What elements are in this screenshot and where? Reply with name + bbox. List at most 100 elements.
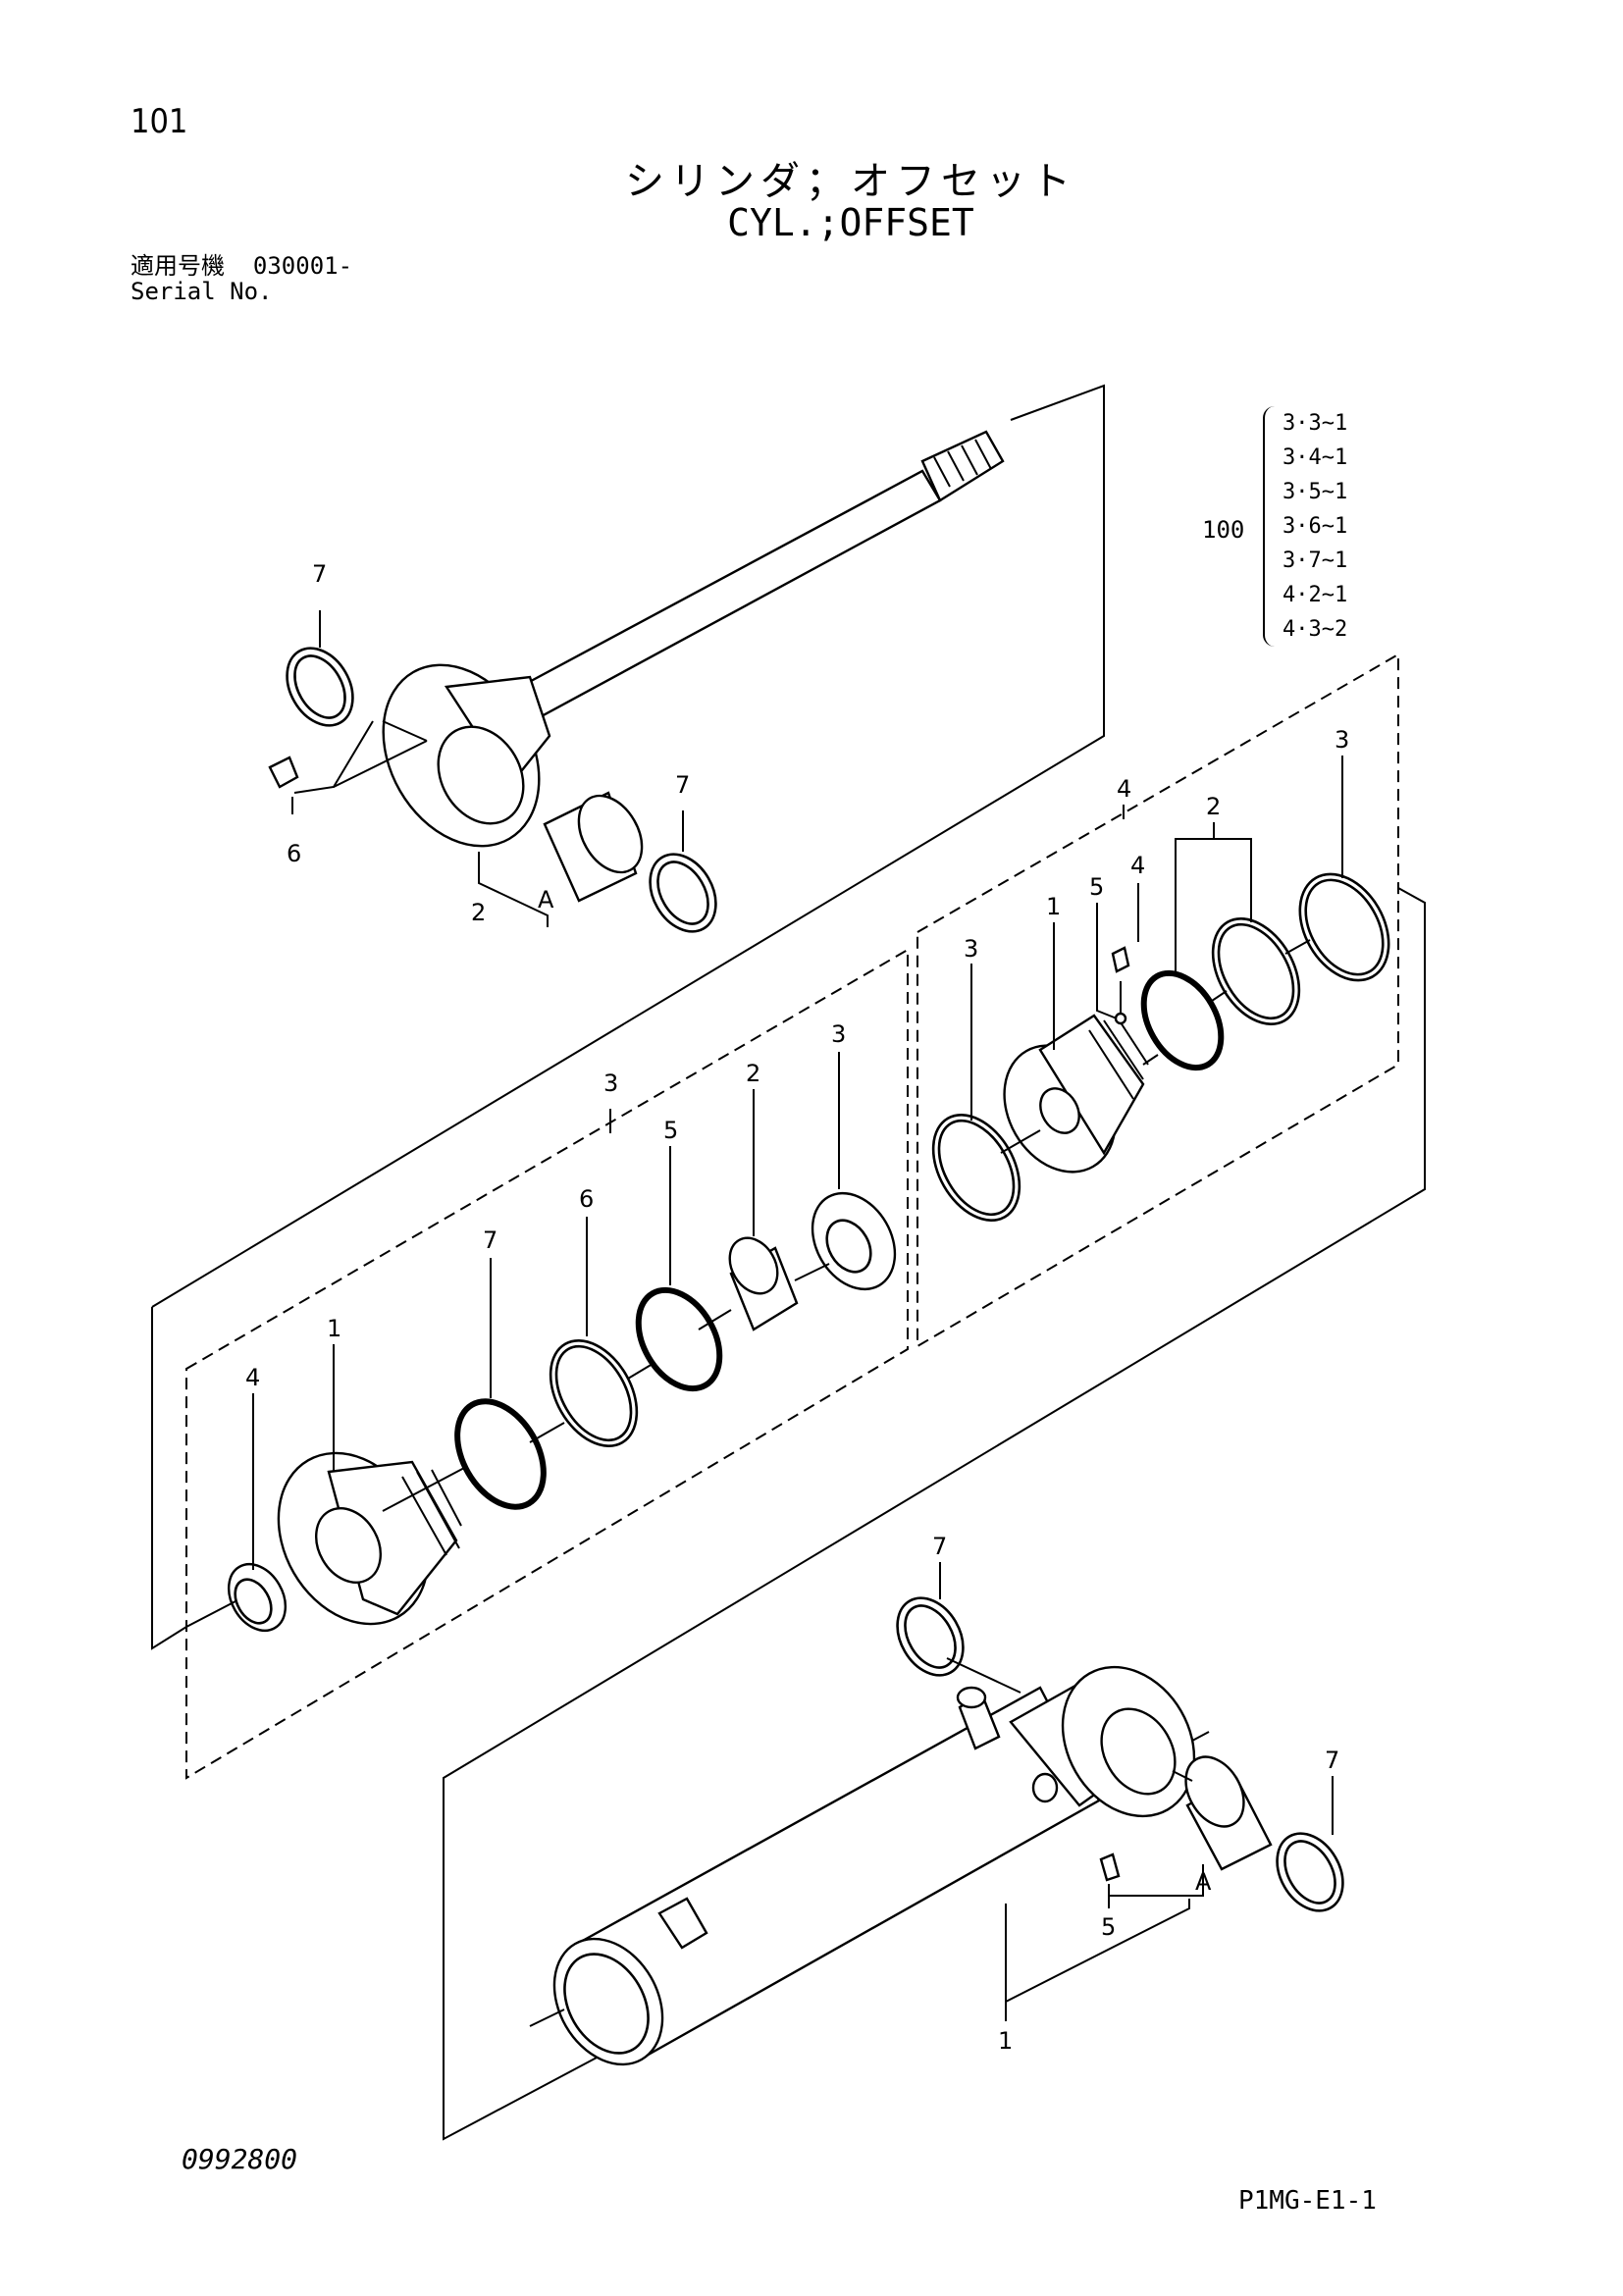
callout-rod-fitting: 6: [287, 840, 301, 867]
rod-shaft: [518, 469, 942, 720]
applicability-item: 3·5~1: [1283, 480, 1348, 504]
serial-block: 適用号機 030001- Serial No.: [131, 253, 352, 304]
head-group-frame: [185, 948, 909, 1780]
applicability-item: 4·2~1: [1283, 583, 1348, 607]
leader: [1005, 1899, 1190, 2004]
callout-piston-ring-left: 3: [964, 935, 978, 963]
callout-rod-seal-left: 7: [312, 560, 327, 588]
cylinder-head-group: 3 4 1 7 6 5 2 3: [151, 948, 909, 1780]
callout-tube: 1: [998, 2027, 1013, 2055]
callout-tube-seal-top: 7: [932, 1533, 947, 1560]
thread-lines: [933, 439, 992, 488]
dust-seal-inner: [234, 1578, 273, 1625]
callout-head-backup: 6: [579, 1185, 594, 1213]
piston-rod-assembly: 7 6 2 A 7: [151, 384, 1105, 1308]
callout-head: 1: [327, 1315, 341, 1342]
piston-seal: [1140, 969, 1225, 1071]
rod-fitting-leader: [293, 720, 374, 794]
piston-grooves: [1088, 1016, 1149, 1100]
applicability-item: 3·3~1: [1283, 411, 1348, 436]
page-code: P1MG-E1-1: [1238, 2186, 1377, 2216]
rod-seal-left-inner: [293, 654, 346, 719]
tube-port: [657, 1897, 708, 1950]
tube-seal-right-inner: [1283, 1840, 1336, 1905]
head-bore: [315, 1507, 382, 1584]
piston-ring-right: [1298, 872, 1390, 982]
document-code: 0992800: [182, 2143, 298, 2175]
callout-rod-bushing-ref: A: [538, 886, 554, 913]
applicability-ref: 100: [1202, 516, 1245, 544]
callout-piston-screw: 4: [1130, 852, 1145, 879]
head-axis: [185, 1263, 830, 1628]
head-o-ring-2: [635, 1286, 723, 1392]
applicability-item: 3·7~1: [1283, 548, 1348, 573]
serial-label-en: Serial No.: [131, 278, 273, 305]
tube-axis: [529, 1657, 1193, 2027]
applicability-item: 3·6~1: [1283, 514, 1348, 539]
callout-tube-seal-right: 7: [1325, 1747, 1339, 1774]
brace-line: [1263, 406, 1279, 647]
leader: [1109, 1864, 1204, 1897]
piston-bore: [1039, 1087, 1080, 1134]
callout-tube-bushing-ref: A: [1195, 1868, 1212, 1896]
applicability-item: 3·4~1: [1283, 445, 1348, 470]
rod-seal-left: [286, 647, 354, 727]
callout-piston-ball: 5: [1089, 873, 1104, 901]
callout-head-group: 3: [603, 1070, 618, 1097]
tube-side-boss: [1031, 1772, 1059, 1803]
tube-seal-top: [896, 1596, 965, 1677]
serial-value: 030001-: [252, 252, 353, 280]
piston-ring-right-inner: [1304, 878, 1385, 976]
rod-grease-fitting: [268, 756, 299, 789]
cylinder-tube-assembly: 7 7 A 5 1: [529, 1533, 1344, 2066]
piston-ball: [1114, 1012, 1127, 1025]
piston-seal-ring-inner: [1217, 922, 1295, 1020]
tube-bushing-end: [1184, 1755, 1245, 1828]
tube-seal-top-inner: [904, 1604, 957, 1669]
piston-group-frame: [916, 652, 1399, 1348]
head-frame-line: [151, 1307, 187, 1650]
rod-seal-right: [649, 853, 717, 933]
rod-eye-bore: [437, 725, 525, 825]
tube-top-port-cap: [956, 1686, 987, 1709]
serial-label-jp: 適用号機: [131, 252, 225, 280]
callout-tube-grease-fitting: 5: [1101, 1913, 1116, 1941]
callout-dust-seal: 4: [245, 1364, 260, 1391]
rod-frame-line: [151, 384, 1105, 1308]
callout-head-o-ring-2: 5: [663, 1117, 678, 1144]
leader: [478, 852, 549, 927]
leader: [1096, 903, 1118, 1019]
piston-group: 4 3 1 5 4 2 3: [443, 652, 1426, 2141]
head-grooves: [401, 1469, 462, 1556]
head-backup-ring: [549, 1338, 639, 1448]
callout-wiper: 3: [831, 1020, 846, 1048]
serial-line-jp: 適用号機 030001-: [131, 253, 352, 279]
title-english: CYL.;OFFSET: [727, 201, 974, 244]
tube-open-end-inner: [563, 1953, 650, 2055]
callout-piston-group: 4: [1117, 775, 1131, 803]
head-o-ring: [454, 1398, 547, 1510]
piston-axis: [1000, 939, 1311, 1154]
piston-seal-ring: [1211, 916, 1301, 1026]
callout-rod-seal-right: 7: [675, 771, 690, 799]
wiper-ring-inner: [825, 1219, 872, 1274]
tube-grease-fitting: [1099, 1852, 1121, 1882]
callout-rod-eye: 2: [471, 899, 486, 926]
head-backup-ring-inner: [554, 1344, 633, 1442]
page-number: 101: [131, 102, 188, 141]
piston-body: [1038, 1014, 1145, 1156]
title-japanese: シリンダ；オフセット: [625, 159, 1076, 204]
callout-piston-ring-right: 3: [1335, 726, 1349, 754]
applicability-item: 4·3~2: [1283, 617, 1348, 642]
rod-thread: [920, 430, 1005, 502]
rod-leaders: [291, 720, 428, 814]
callout-piston-seal-set: 2: [1206, 793, 1221, 820]
callout-piston: 1: [1046, 893, 1061, 920]
wiper-ring: [811, 1191, 897, 1291]
tube-eye-bore: [1100, 1707, 1177, 1796]
callout-head-o-ring: 7: [483, 1226, 497, 1254]
dust-seal: [227, 1563, 288, 1632]
head-bushing-end: [728, 1236, 779, 1295]
callout-head-bushing: 2: [746, 1060, 760, 1087]
